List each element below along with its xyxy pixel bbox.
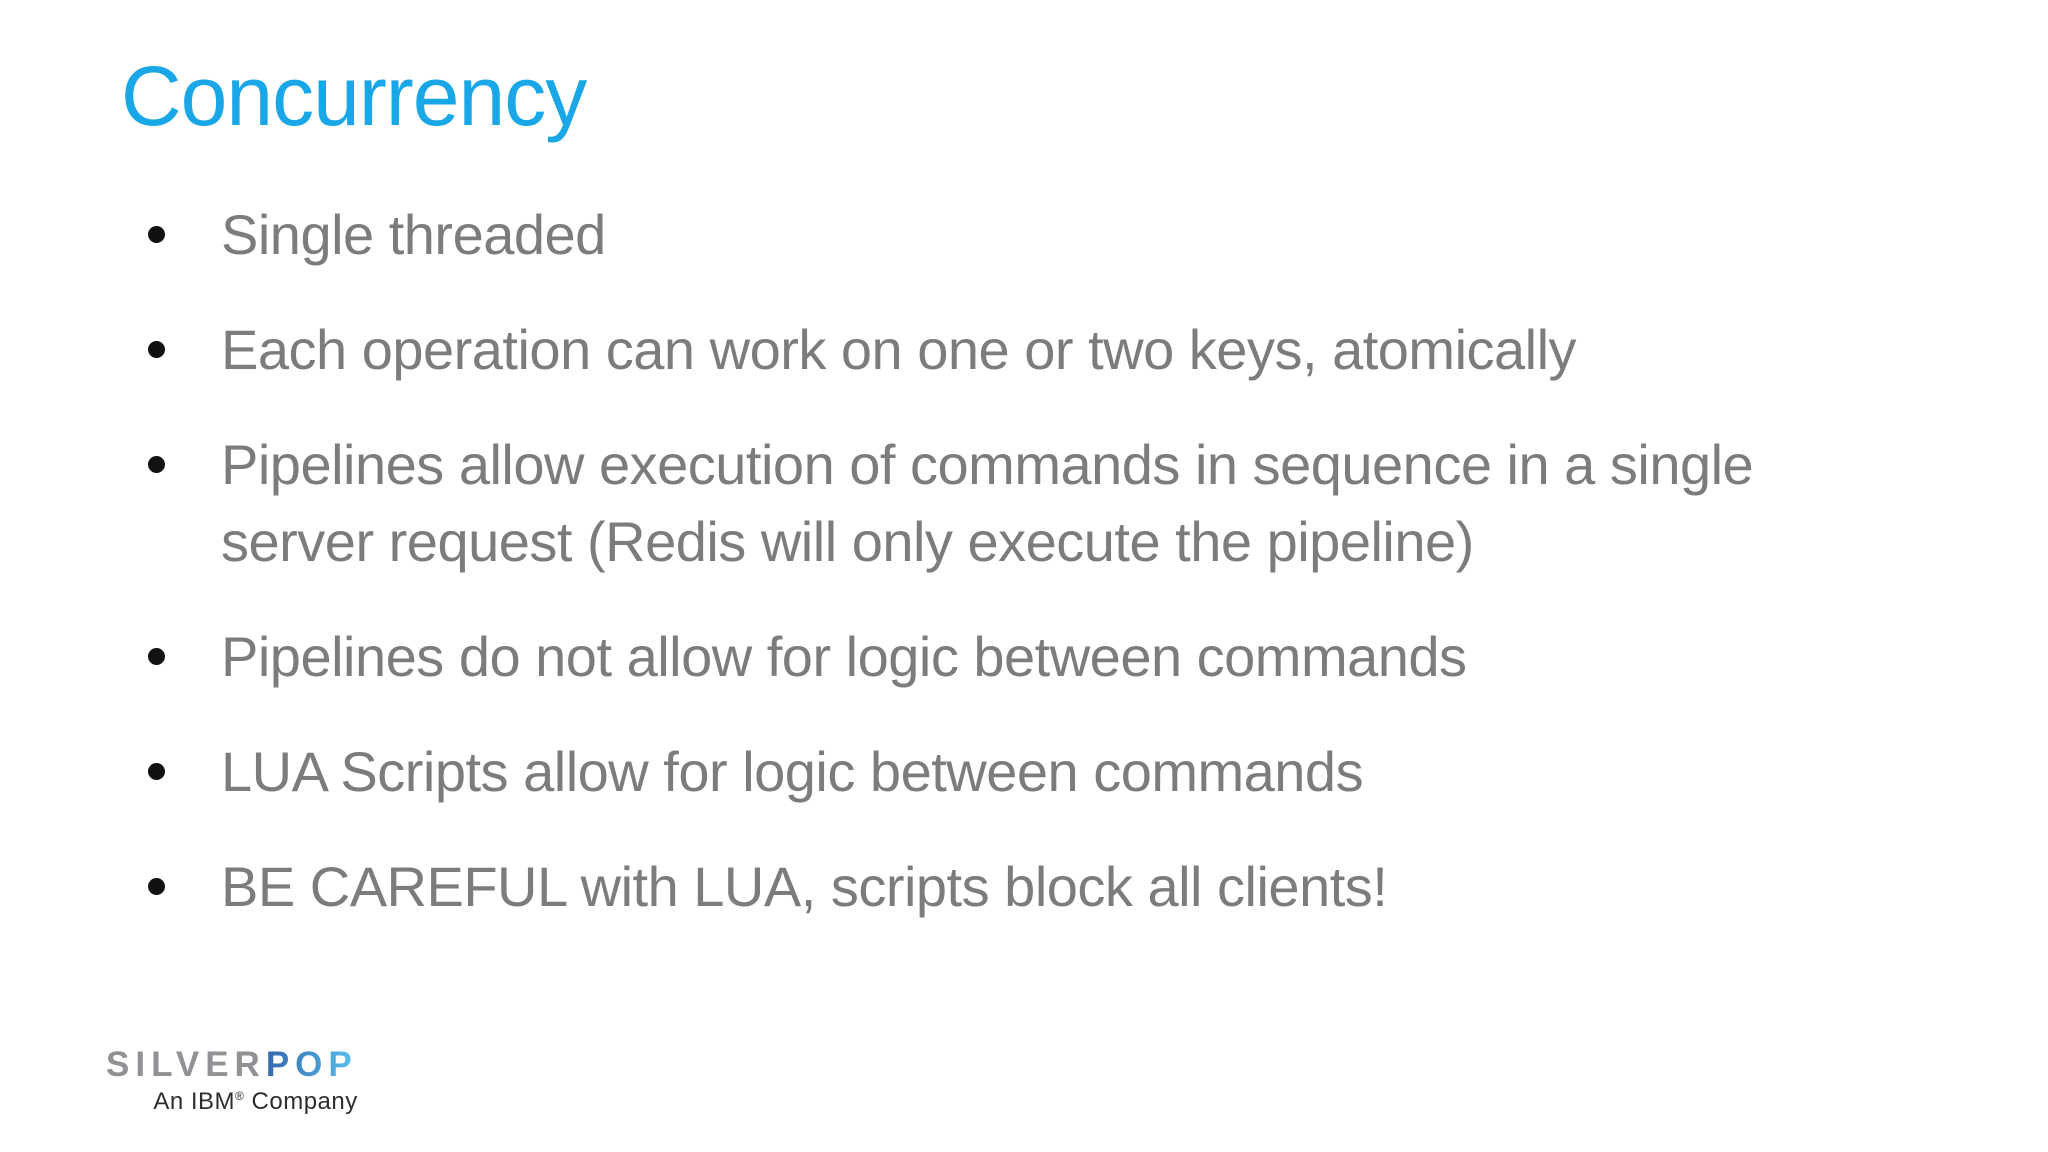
- bullet-line: Pipelines do not allow for logic between…: [221, 625, 1467, 688]
- bullet-text: Pipelines allow execution of commands in…: [221, 426, 1754, 580]
- bullet-text: Each operation can work on one or two ke…: [221, 311, 1577, 388]
- page-title: Concurrency: [121, 49, 587, 143]
- bullet-dot-icon: [148, 648, 165, 665]
- tagline-suffix: Company: [244, 1087, 358, 1115]
- bullet-line: Single threaded: [221, 203, 606, 266]
- list-item: Pipelines do not allow for logic between…: [148, 618, 1848, 695]
- silverpop-wordmark-silver: SILVER: [106, 1045, 266, 1084]
- bullet-dot-icon: [148, 763, 165, 780]
- bullet-line: Pipelines allow execution of commands in…: [221, 433, 1754, 496]
- bullet-text: Pipelines do not allow for logic between…: [221, 618, 1467, 695]
- bullet-line: LUA Scripts allow for logic between comm…: [221, 740, 1364, 803]
- registered-trademark-icon: ®: [235, 1088, 245, 1103]
- bullet-text: LUA Scripts allow for logic between comm…: [221, 733, 1364, 810]
- silverpop-wordmark-pop: POP: [265, 1045, 358, 1084]
- list-item: BE CAREFUL with LUA, scripts block all c…: [148, 848, 1848, 925]
- bullet-line: Each operation can work on one or two ke…: [221, 318, 1577, 381]
- bullet-dot-icon: [148, 226, 165, 243]
- list-item: LUA Scripts allow for logic between comm…: [148, 733, 1848, 810]
- bullet-list: Single threaded Each operation can work …: [148, 196, 1848, 963]
- list-item: Each operation can work on one or two ke…: [148, 311, 1848, 388]
- bullet-dot-icon: [148, 341, 165, 358]
- bullet-line: BE CAREFUL with LUA, scripts block all c…: [221, 855, 1388, 918]
- silverpop-wordmark: SILVERPOP: [106, 1045, 358, 1085]
- bullet-text: Single threaded: [221, 196, 606, 273]
- list-item: Pipelines allow execution of commands in…: [148, 426, 1848, 580]
- bullet-line: server request (Redis will only execute …: [221, 510, 1474, 573]
- bullet-dot-icon: [148, 878, 165, 895]
- ibm-company-tagline: An IBM® Company: [106, 1088, 358, 1116]
- list-item: Single threaded: [148, 196, 1848, 273]
- bullet-dot-icon: [148, 456, 165, 473]
- bullet-text: BE CAREFUL with LUA, scripts block all c…: [221, 848, 1388, 925]
- tagline-prefix: An IBM: [153, 1087, 236, 1115]
- silverpop-logo: SILVERPOP An IBM® Company: [106, 1045, 358, 1116]
